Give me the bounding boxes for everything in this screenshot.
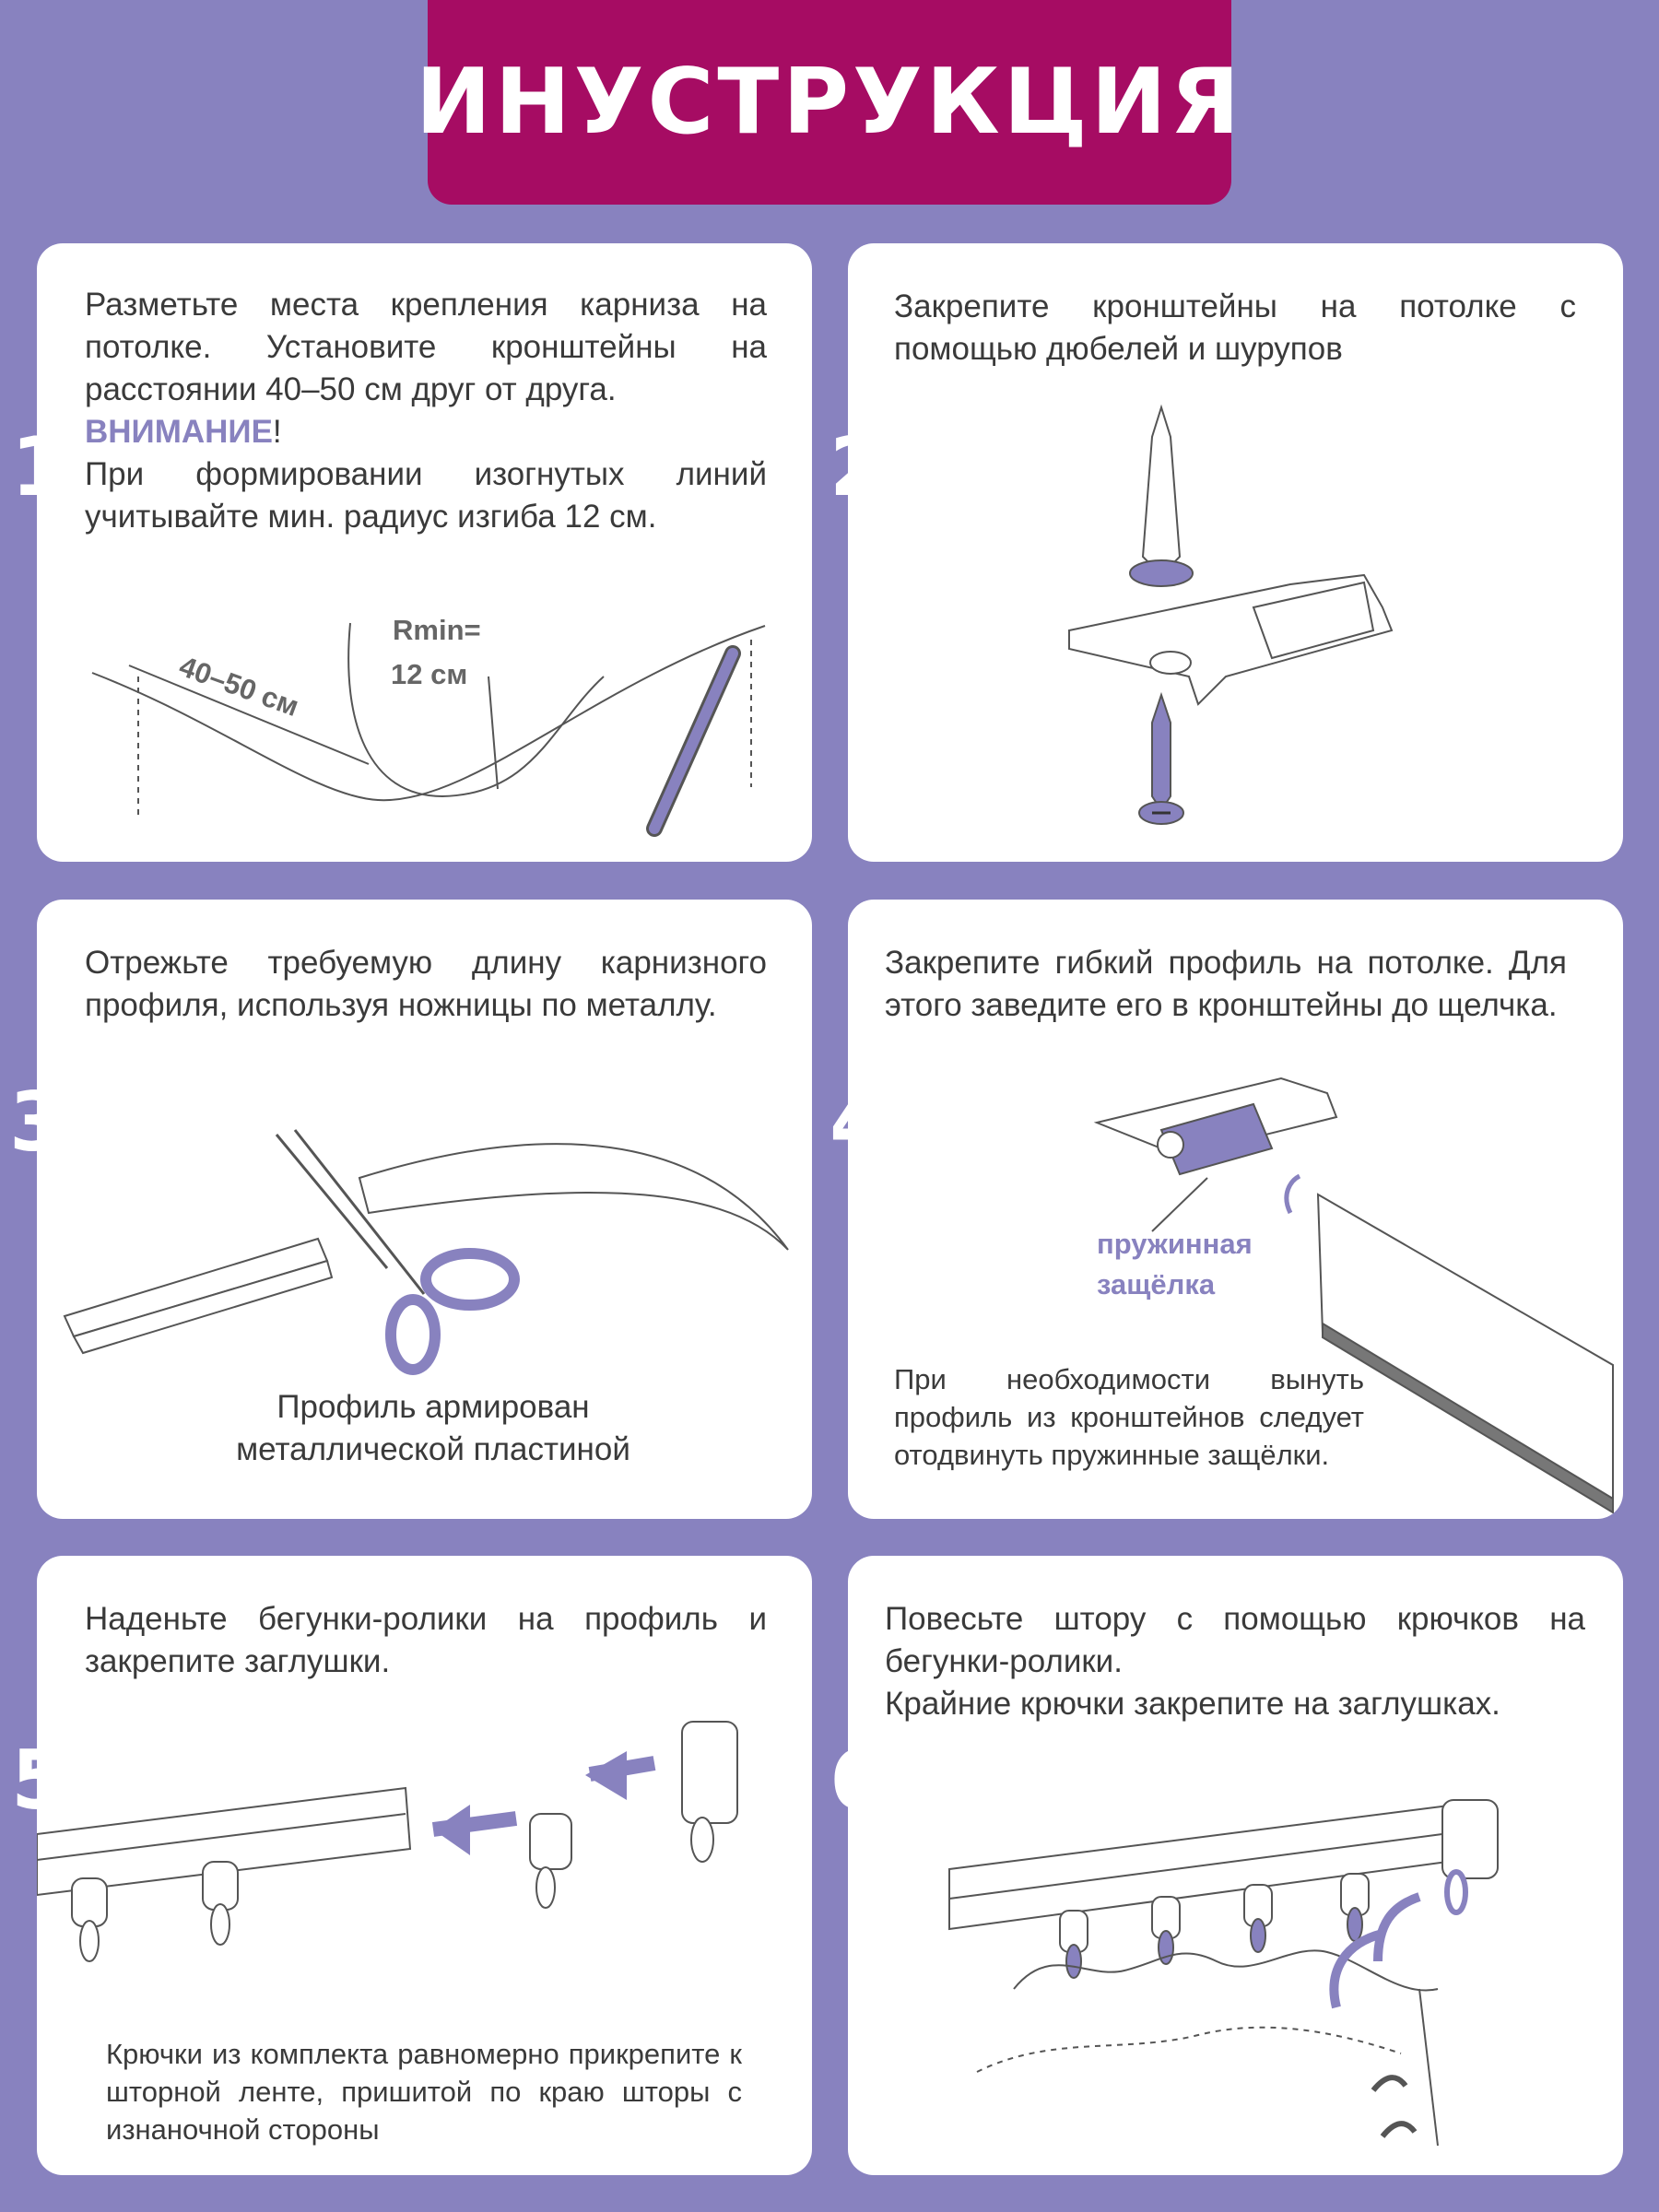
step-card-3: Отрежьте требуемую длину карнизного проф… [37,900,812,1519]
bend-radius-diagram [91,622,766,837]
radius-label-1: Rmin= [393,614,481,646]
attention-label: ВНИМАНИЕ [85,414,273,450]
runners-illustration [37,1721,738,1962]
step-card-6: Повесьте штору с помощью крючков на бегу… [848,1556,1623,2175]
latch-label-2: защёлка [1097,1268,1216,1300]
step-6-text-a: Повесьте штору с помощью крючков на бегу… [885,1601,1585,1679]
step-3-note: Профиль армирован металлической пластино… [236,1389,630,1467]
step-4-note: При необходимости вынуть профиль из крон… [894,1363,1364,1471]
dowel-icon [1129,404,1194,587]
step-5-text: Наденьте бегунки-ролики на профиль и зак… [85,1601,767,1679]
step-card-2: Закрепите кронштейны на потолке с помощь… [848,243,1623,862]
step-card-4: Закрепите гибкий профиль на потолке. Для… [848,900,1623,1519]
step-6-text: Повесьте штору с помощью крючков на бегу… [885,1598,1585,1725]
radius-label-2: 12 см [391,658,468,690]
latch-label-1: пружинная [1097,1228,1253,1260]
step-1-text: Разметьте места крепления карниза на пот… [85,284,767,538]
step-card-1: Разметьте места крепления карниза на пот… [37,243,812,862]
step-6-text-b: Крайние крючки закрепите на заглушках. [885,1686,1500,1722]
step-1-intro: Разметьте места крепления карниза на пот… [85,287,767,407]
step-1-warning: При формировании изогнутых линий учитыва… [85,456,767,535]
curtain-hanging-illustration [948,1799,1499,2147]
step-5-note: Крючки из комплекта равномерно прикрепит… [106,2038,742,2146]
step-2-text: Закрепите кронштейны на потолке с помощь… [894,288,1576,367]
step-3-text: Отрежьте требуемую длину карнизного проф… [85,945,767,1023]
profile-latch-illustration [1093,1077,1614,1514]
attention-mark: ! [272,414,282,450]
bracket-mount-illustration [1068,404,1394,825]
step-card-5: Наденьте бегунки-ролики на профиль и зак… [37,1556,812,2175]
screw-icon [1138,691,1184,825]
page-title: ИНУСТРУКЦИЯ [415,50,1244,155]
cutting-illustration [63,1129,789,1375]
title-banner: ИНУСТРУКЦИЯ [416,0,1240,205]
step-4-text: Закрепите гибкий профиль на потолке. Для… [885,945,1567,1023]
